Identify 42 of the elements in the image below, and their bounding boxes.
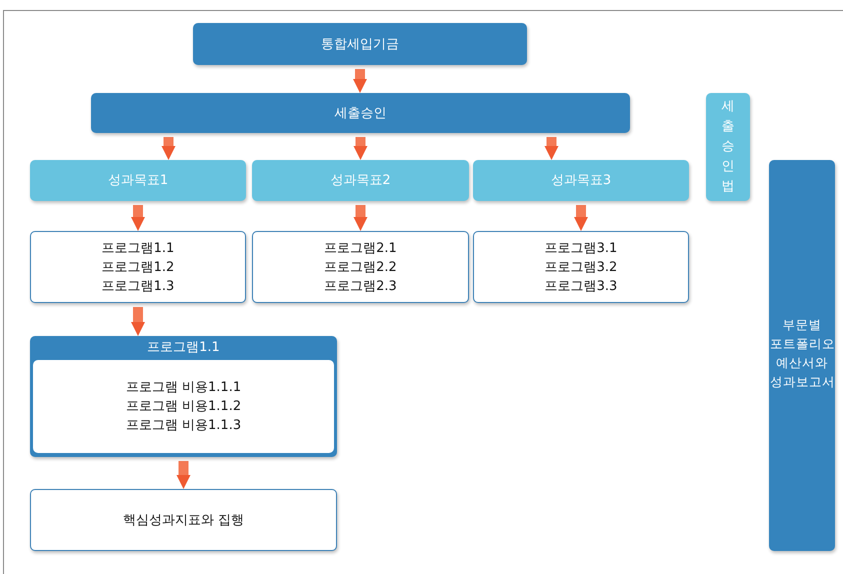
arrow <box>574 205 588 231</box>
box-text: 프로그램3.2 <box>544 258 618 276</box>
program-box <box>30 489 337 551</box>
goal-box <box>30 160 246 201</box>
box-heading: 프로그램1.1 <box>147 339 220 357</box>
arrow <box>353 69 367 93</box>
arrow <box>354 137 368 160</box>
box-text: 성과목표2 <box>330 172 391 190</box>
program-box <box>252 231 469 303</box>
box-text: 성과목표3 <box>550 172 612 190</box>
box-text: 프로그램1.1 <box>102 240 174 258</box>
box-text: 세출승인 <box>334 104 386 122</box>
box-text: 프로그램1.3 <box>102 278 174 296</box>
box-text: 프로그램2.1 <box>324 240 397 258</box>
box-text: 프로그램2.3 <box>324 278 397 296</box>
arrow <box>162 137 176 160</box>
box-text: 성과목표1 <box>108 172 168 190</box>
goal-box <box>473 160 689 201</box>
box-text: 핵심성과지표와 집행 <box>122 512 244 530</box>
arrow <box>354 205 368 231</box>
goal-box <box>252 160 469 201</box>
box-text: 프로그램3.3 <box>544 278 618 296</box>
law-box <box>706 93 750 201</box>
report-box <box>769 160 835 551</box>
program-cost-text: 프로그램 비용1.1.1 <box>126 379 242 397</box>
box-text: 통합세입기금 <box>321 36 399 54</box>
program-box <box>30 231 246 303</box>
box-text: 프로그램1.2 <box>102 258 174 276</box>
box-text: 세출승인법 <box>721 98 735 196</box>
arrow <box>176 461 190 489</box>
program-cost-text: 프로그램 비용1.1.2 <box>126 398 242 416</box>
program-cost-text: 프로그램 비용1.1.3 <box>126 417 242 435</box>
process-box <box>91 93 630 133</box>
program-box <box>473 231 689 303</box>
box-text: 프로그램3.1 <box>544 240 618 258</box>
process-box <box>193 23 527 65</box>
box-text: 부문별 포트폴리오 예산서와 성과보고서 <box>770 316 834 391</box>
arrow <box>131 307 145 336</box>
program-detail-box <box>30 336 337 457</box>
arrow <box>544 137 558 160</box>
arrow <box>131 205 145 231</box>
box-text: 프로그램2.2 <box>324 258 397 276</box>
